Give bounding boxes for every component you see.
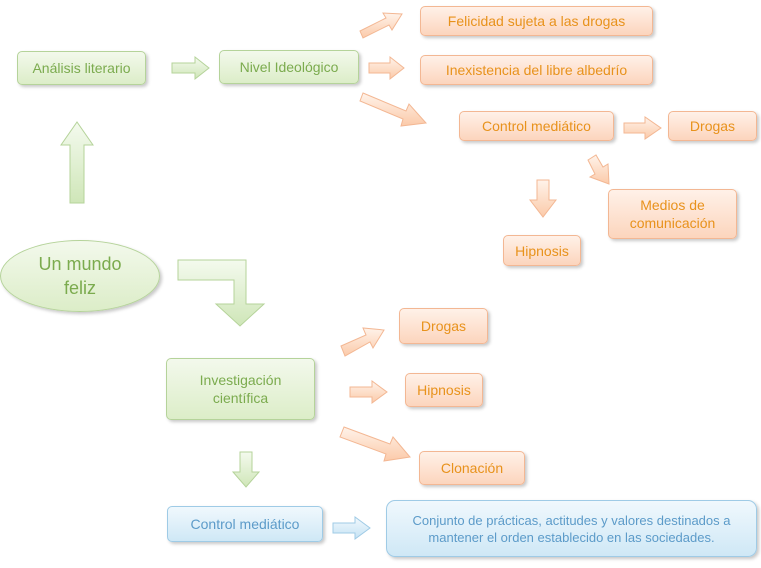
node-drogas-sci: Drogas [399,308,488,344]
arrow-to-felicidad [359,12,403,39]
arrow-to-drogas-top [623,116,662,140]
node-felicidad: Felicidad sujeta a las drogas [420,6,653,36]
root-node: Un mundo feliz [0,240,160,312]
arrow-control-to-definition [332,516,371,540]
arrow-analysis-to-level [171,55,210,81]
node-drogas-top: Drogas [668,111,757,141]
node-analisis-literario: Análisis literario [17,51,146,85]
node-hipnosis-top: Hipnosis [503,235,581,266]
arrow-up-to-analysis [60,121,94,204]
node-control-mediatico-bottom: Control mediático [167,506,323,542]
arrow-bent-to-investigation [177,259,266,327]
node-control-mediatico-top: Control mediático [459,111,614,141]
node-investigacion-cientifica: Investigación científica [166,358,315,420]
arrow-to-clonacion [339,426,411,462]
arrow-down-to-control [231,451,261,488]
node-inexistencia: Inexistencia del libre albedrío [420,55,653,85]
arrow-to-control-mediatico-top [359,92,428,127]
node-hipnosis-sci: Hipnosis [405,373,483,407]
node-nivel-ideologico: Nivel Ideológico [219,50,359,84]
arrow-to-hipnosis-sci [349,380,388,404]
node-definition: Conjunto de prácticas, actitudes y valor… [386,500,757,557]
node-medios-comunicacion: Medios de comunicación [608,189,737,239]
arrow-to-inexistencia [368,55,405,81]
arrow-to-medios [587,154,610,185]
node-clonacion: Clonación [419,451,525,485]
arrow-to-hipnosis-top [528,179,558,218]
arrow-to-drogas-sci [340,327,385,357]
